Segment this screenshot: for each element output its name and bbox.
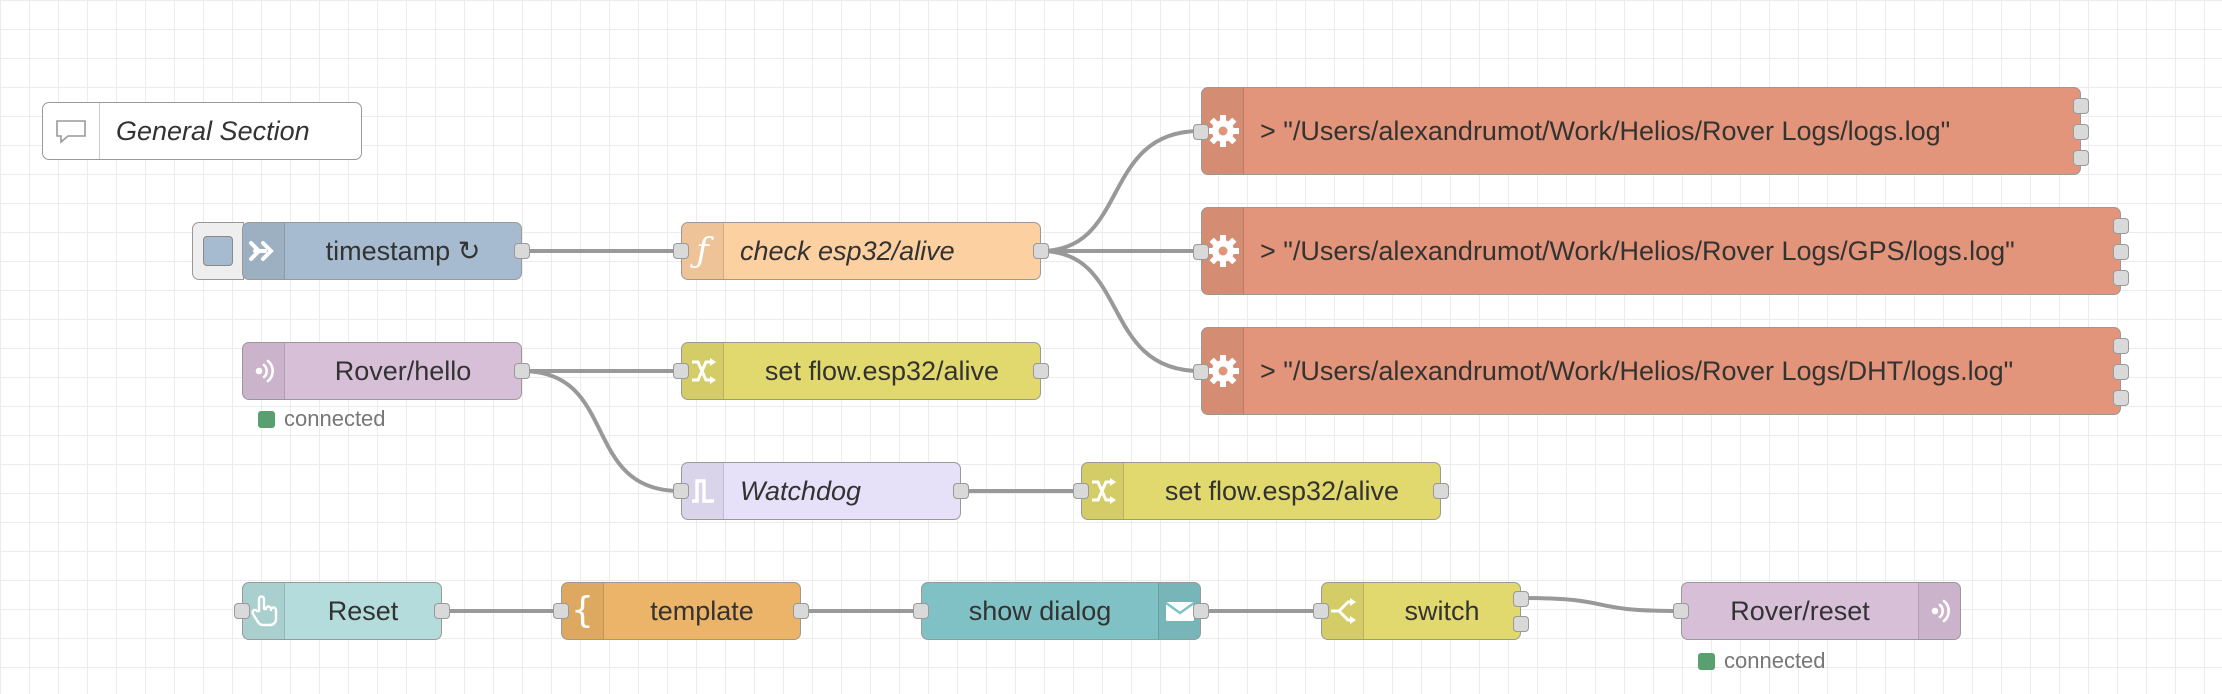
output-port-stdout[interactable] — [2113, 218, 2129, 234]
input-port[interactable] — [1673, 603, 1689, 619]
output-port[interactable] — [514, 363, 530, 379]
mqtt-out-node-rover-reset[interactable]: Rover/reset — [1673, 582, 1961, 640]
input-port[interactable] — [234, 603, 250, 619]
status-badge: connected — [1698, 648, 1826, 674]
output-port-2[interactable] — [1513, 616, 1529, 632]
output-port[interactable] — [434, 603, 450, 619]
node-label: Watchdog — [740, 475, 862, 506]
output-port-stderr[interactable] — [2073, 124, 2089, 140]
status-dot — [258, 410, 275, 428]
change-node-set-flow-1[interactable]: set flow.esp32/alive — [673, 342, 1049, 400]
output-port[interactable] — [1193, 603, 1209, 619]
inject-trigger-button[interactable] — [192, 222, 244, 280]
node-label: set flow.esp32/alive — [764, 355, 1000, 386]
trigger-node-watchdog[interactable]: Watchdog — [673, 462, 969, 520]
input-port[interactable] — [1193, 244, 1209, 260]
output-port-1[interactable] — [1513, 591, 1529, 607]
node-label: > "/Users/alexandrumot/Work/Helios/Rover… — [1260, 235, 2015, 266]
node-label: > "/Users/alexandrumot/Work/Helios/Rover… — [1260, 115, 1951, 146]
shuffle-icon — [1082, 463, 1124, 519]
exec-node-logs[interactable]: > "/Users/alexandrumot/Work/Helios/Rover… — [1193, 87, 2089, 175]
status-text: connected — [284, 406, 386, 431]
gear-icon — [1202, 328, 1244, 414]
switch-icon — [1322, 583, 1364, 639]
output-port[interactable] — [1033, 243, 1049, 259]
template-node[interactable]: { template — [553, 582, 809, 640]
function-icon: ƒ — [682, 223, 724, 279]
output-port[interactable] — [953, 483, 969, 499]
output-port-stderr[interactable] — [2113, 244, 2129, 260]
input-port[interactable] — [1313, 603, 1329, 619]
node-label: set flow.esp32/alive — [1164, 475, 1400, 506]
inject-node-timestamp[interactable]: timestamp ↻ — [242, 222, 530, 280]
exec-node-dht-logs[interactable]: > "/Users/alexandrumot/Work/Helios/Rover… — [1193, 327, 2129, 415]
mqtt-icon — [1918, 583, 1960, 639]
node-label: > "/Users/alexandrumot/Work/Helios/Rover… — [1260, 355, 2014, 386]
inject-arrow-icon — [243, 223, 285, 279]
input-port[interactable] — [673, 243, 689, 259]
status-badge: connected — [258, 406, 386, 432]
input-port[interactable] — [673, 363, 689, 379]
input-port[interactable] — [1193, 124, 1209, 140]
node-label: template — [650, 595, 754, 626]
status-text: connected — [1724, 648, 1826, 673]
template-brace-icon: { — [562, 583, 604, 639]
input-port[interactable] — [913, 603, 929, 619]
input-port[interactable] — [553, 603, 569, 619]
trigger-icon — [682, 463, 724, 519]
node-label: Rover/hello — [334, 355, 472, 386]
node-label: Reset — [327, 595, 399, 626]
gear-icon — [1202, 88, 1244, 174]
output-port-rc[interactable] — [2073, 150, 2089, 166]
wire-check-exec3 — [1040, 249, 1201, 373]
wire-check-exec1 — [1040, 129, 1201, 253]
node-label: show dialog — [968, 595, 1112, 626]
output-port-stdout[interactable] — [2073, 98, 2089, 114]
node-label: check esp32/alive — [740, 235, 955, 266]
mqtt-in-node-rover-hello[interactable]: Rover/hello — [242, 342, 530, 400]
gear-icon — [1202, 208, 1244, 294]
output-port-stderr[interactable] — [2113, 364, 2129, 380]
output-port-rc[interactable] — [2113, 270, 2129, 286]
input-port[interactable] — [1073, 483, 1089, 499]
output-port[interactable] — [514, 243, 530, 259]
comment-icon — [43, 103, 100, 159]
output-port[interactable] — [1433, 483, 1449, 499]
comment-node-general-section[interactable]: General Section — [42, 102, 362, 160]
dialog-node-show-dialog[interactable]: show dialog — [913, 582, 1209, 640]
node-label: Rover/reset — [1730, 595, 1870, 626]
wire-hello-watchdog — [521, 369, 681, 493]
change-node-set-flow-2[interactable]: set flow.esp32/alive — [1073, 462, 1449, 520]
wire-switch-roverreset — [1520, 596, 1681, 613]
exec-node-gps-logs[interactable]: > "/Users/alexandrumot/Work/Helios/Rover… — [1193, 207, 2129, 295]
output-port-rc[interactable] — [2113, 390, 2129, 406]
status-dot — [1698, 652, 1715, 670]
hand-pointer-icon — [243, 583, 285, 639]
node-label: timestamp ↻ — [325, 235, 481, 266]
output-port-stdout[interactable] — [2113, 338, 2129, 354]
function-node-check-esp32-alive[interactable]: ƒ check esp32/alive — [673, 222, 1049, 280]
output-port[interactable] — [793, 603, 809, 619]
button-node-reset[interactable]: Reset — [234, 582, 450, 640]
envelope-icon — [1158, 583, 1200, 639]
comment-label: General Section — [116, 115, 310, 146]
node-label: switch — [1404, 595, 1480, 626]
output-port[interactable] — [1033, 363, 1049, 379]
shuffle-icon — [682, 343, 724, 399]
input-port[interactable] — [1193, 364, 1209, 380]
switch-node[interactable]: switch — [1313, 582, 1529, 640]
mqtt-icon — [243, 343, 285, 399]
input-port[interactable] — [673, 483, 689, 499]
